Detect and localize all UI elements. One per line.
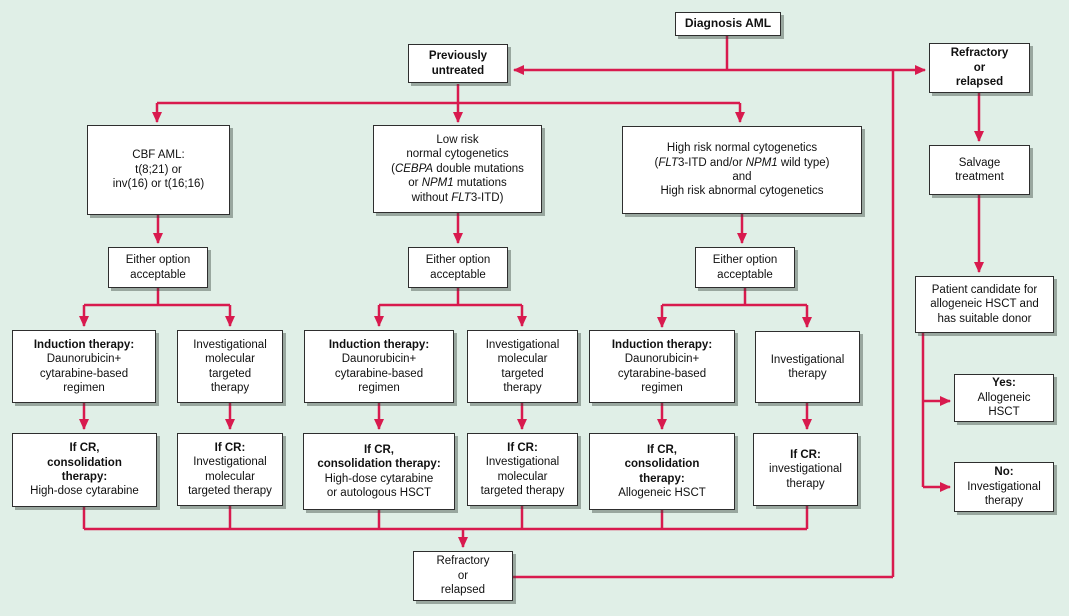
node-high-risk-cytogenetics: High risk normal cytogenetics(FLT3-ITD a… [622,126,862,214]
node-induction-therapy-1: Induction therapy:Daunorubicin+cytarabin… [12,330,156,403]
node-diagnosis-aml: Diagnosis AML [675,12,781,36]
node-induction-therapy-3: Induction therapy:Daunorubicin+cytarabin… [589,330,735,403]
node-induction-therapy-2: Induction therapy:Daunorubicin+cytarabin… [304,330,454,403]
node-cr-consolidation-2: If CR,consolidation therapy:High-dose cy… [303,433,455,510]
